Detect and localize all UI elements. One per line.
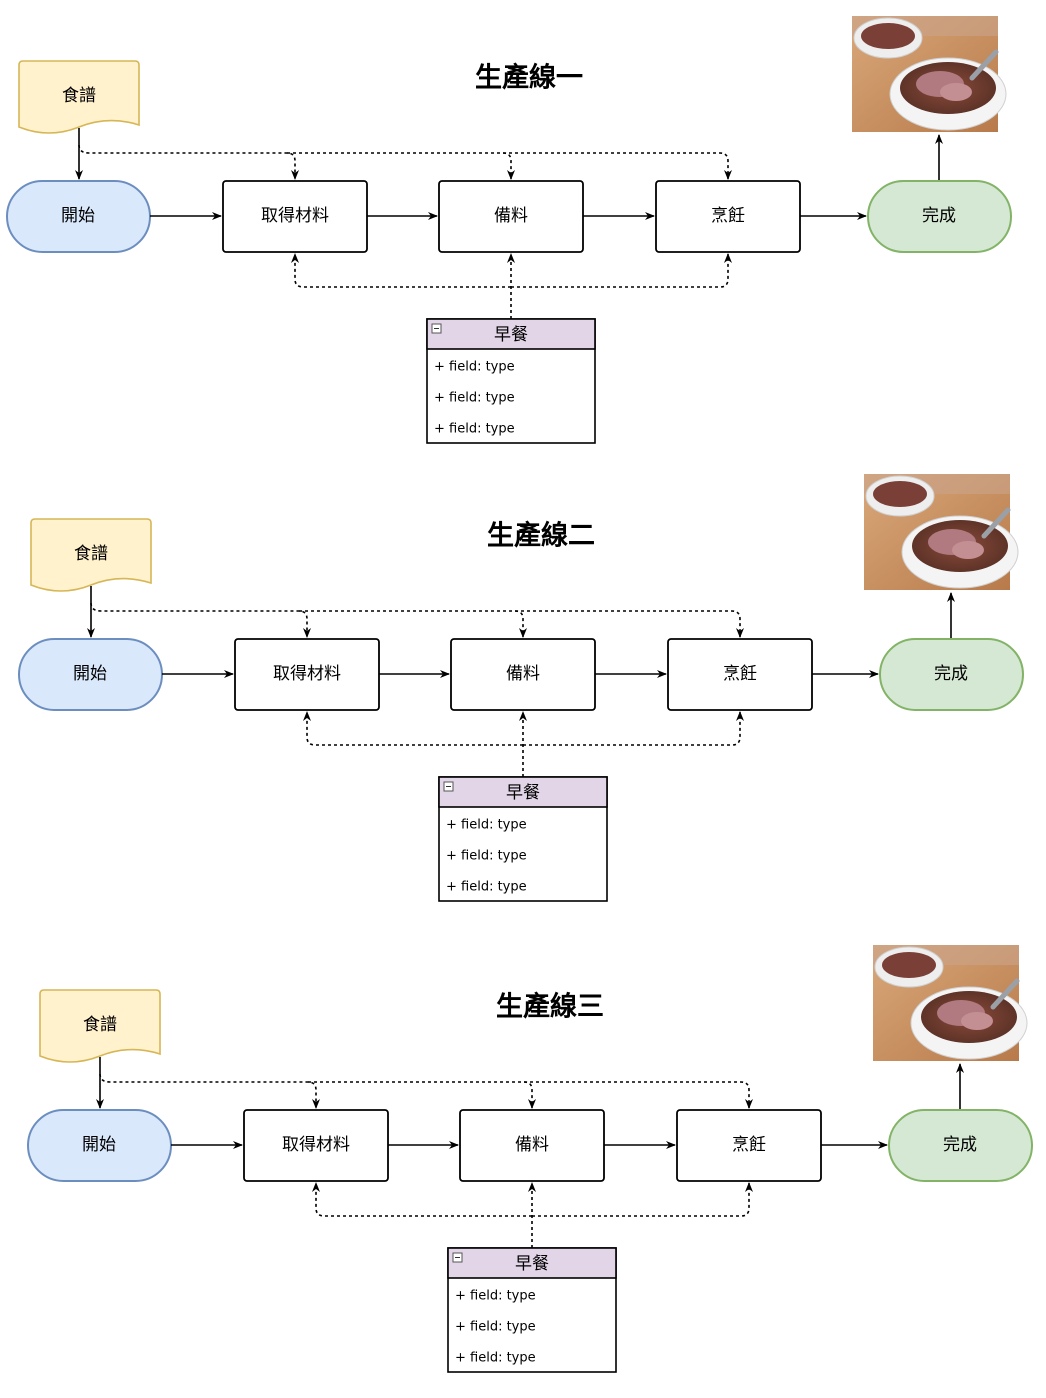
small-bowl-soup xyxy=(882,952,936,978)
class-field: + field: type xyxy=(434,360,515,375)
small-bowl-soup xyxy=(861,23,915,49)
dependency-arrow xyxy=(515,610,744,638)
process-step-label: 烹飪 xyxy=(711,205,745,226)
class-field: + field: type xyxy=(455,1320,536,1335)
line-title: 生產線三 xyxy=(496,991,604,1023)
recipe-label: 食譜 xyxy=(74,544,108,564)
process-step-label: 備料 xyxy=(506,664,540,684)
end-label: 完成 xyxy=(934,664,968,684)
process-step-label: 取得材料 xyxy=(282,1135,350,1155)
dependency-arrow xyxy=(287,152,515,180)
start-label: 開始 xyxy=(73,664,107,684)
process-step-label: 取得材料 xyxy=(273,664,341,684)
class-box-header xyxy=(438,776,608,808)
class-field: + field: type xyxy=(434,391,515,406)
recipe-document[interactable] xyxy=(30,518,152,592)
class-box-header xyxy=(426,318,596,350)
recipe-label: 食譜 xyxy=(83,1015,117,1035)
dependency-arrow xyxy=(90,602,311,638)
line-title: 生產線二 xyxy=(487,520,595,552)
recipe-label: 食譜 xyxy=(62,86,96,106)
process-step-label: 備料 xyxy=(515,1135,549,1155)
class-field: + field: type xyxy=(446,880,527,895)
process-step-label: 備料 xyxy=(494,206,528,226)
start-label: 開始 xyxy=(61,206,95,226)
dependency-arrow xyxy=(503,152,732,180)
dependency-arrow xyxy=(299,610,527,638)
class-box-name: 早餐 xyxy=(506,783,540,803)
beef-slices xyxy=(961,1012,993,1030)
dependency-arrow xyxy=(523,711,744,746)
class-field: + field: type xyxy=(446,818,527,833)
class-field: + field: type xyxy=(446,849,527,864)
end-label: 完成 xyxy=(943,1135,977,1155)
process-step-label: 烹飪 xyxy=(723,663,757,684)
end-label: 完成 xyxy=(922,206,956,226)
beef-slices xyxy=(940,83,972,101)
end-node[interactable] xyxy=(879,638,1024,711)
process-step-label: 取得材料 xyxy=(261,206,329,226)
dependency-arrow xyxy=(312,1182,532,1217)
spoon-icon xyxy=(981,507,1011,539)
class-box-name: 早餐 xyxy=(494,325,528,345)
class-field: + field: type xyxy=(455,1289,536,1304)
line-title: 生產線一 xyxy=(475,62,583,94)
dependency-arrow xyxy=(291,253,511,288)
recipe-document[interactable] xyxy=(18,60,140,134)
spoon-icon xyxy=(969,49,999,81)
class-box-name: 早餐 xyxy=(515,1254,549,1274)
start-label: 開始 xyxy=(82,1135,116,1155)
dependency-arrow xyxy=(524,1081,753,1109)
dependency-arrow xyxy=(308,1081,536,1109)
end-node[interactable] xyxy=(888,1109,1033,1182)
dependency-arrow xyxy=(532,1182,753,1217)
beef-slices xyxy=(952,541,984,559)
dependency-arrow xyxy=(99,1073,320,1109)
spoon-icon xyxy=(990,978,1020,1010)
class-field: + field: type xyxy=(455,1351,536,1366)
class-box-header xyxy=(447,1247,617,1279)
process-step-label: 烹飪 xyxy=(732,1134,766,1155)
end-node[interactable] xyxy=(867,180,1012,253)
dependency-arrow xyxy=(78,144,299,180)
dependency-arrow xyxy=(511,253,732,288)
class-field: + field: type xyxy=(434,422,515,437)
dependency-arrow xyxy=(303,711,523,746)
recipe-document[interactable] xyxy=(39,989,161,1063)
small-bowl-soup xyxy=(873,481,927,507)
